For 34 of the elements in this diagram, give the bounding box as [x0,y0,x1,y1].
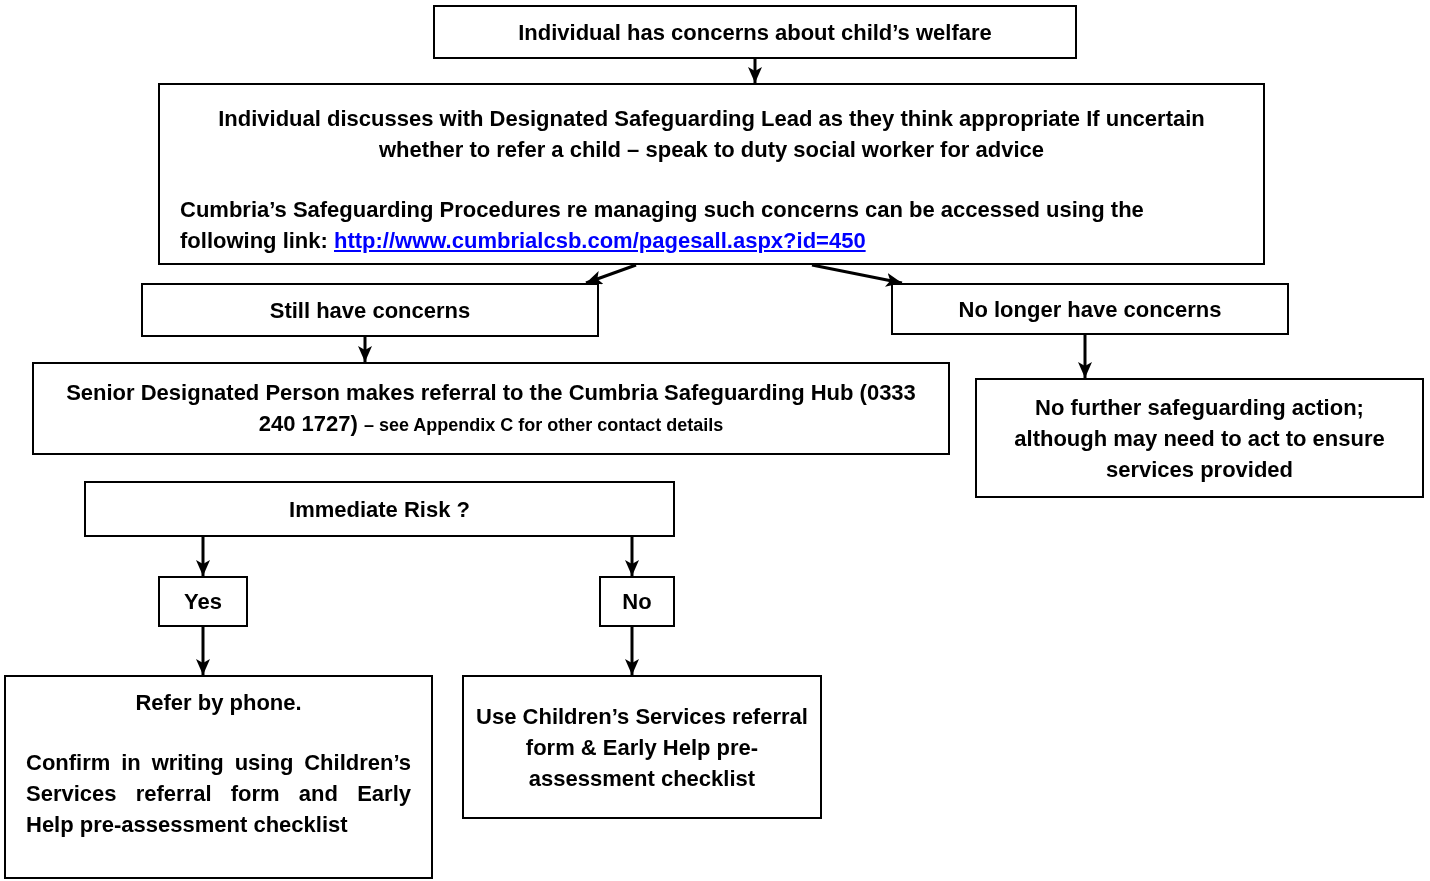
process-box [141,283,599,337]
arrow [811,263,903,287]
arrow [196,537,210,576]
process-box [4,675,433,879]
arrow [1078,335,1092,378]
process-box [891,283,1289,335]
process-box [158,576,248,627]
process-box [599,576,675,627]
node-text: No further safeguarding action; although may need to act to ensure services provided [1013,393,1386,484]
node-text: Cumbria’s Safeguarding Procedures re managing such concerns can be accessed using the following link: http://www.cumbrialcsb.com/pagesall.aspx?id=450 [180,195,1145,255]
node-text: Senior Designated Person makes referral to the Cumbria Safeguarding Hub (0333 240 1727) – see Appendix C for other contact details [65,378,917,438]
arrow [625,537,639,576]
arrow [625,627,639,675]
node-text: No longer have concerns [957,295,1223,324]
node-text: Confirm in writing using Children’s Services referral form and Early Help pre-assessment checklist [26,749,411,839]
process-box [84,481,675,537]
arrow [585,263,637,285]
arrow [358,337,372,362]
node-text: Individual discusses with Designated Safeguarding Lead as they think appropriate If uncertain whether to refer a child – speak to duty social worker for advice [217,104,1206,164]
node-text: Refer by phone. [134,689,303,717]
node-text: Still have concerns [268,296,472,325]
node-text: Yes [183,588,223,616]
node-text: Immediate Risk ? [288,495,471,524]
process-box [462,675,822,819]
process-box [433,5,1077,59]
link: http://www.cumbrialcsb.com/pagesall.aspx?id=450 [334,227,866,253]
process-box [158,83,1265,265]
process-box [975,378,1424,498]
node-text: Individual has concerns about child’s welfare [517,18,993,47]
node-text: No [621,588,653,616]
arrow [748,59,762,83]
arrow [196,627,210,675]
process-box [32,362,950,455]
node-text: Use Children’s Services referral form & Early Help pre-assessment checklist [475,702,809,793]
